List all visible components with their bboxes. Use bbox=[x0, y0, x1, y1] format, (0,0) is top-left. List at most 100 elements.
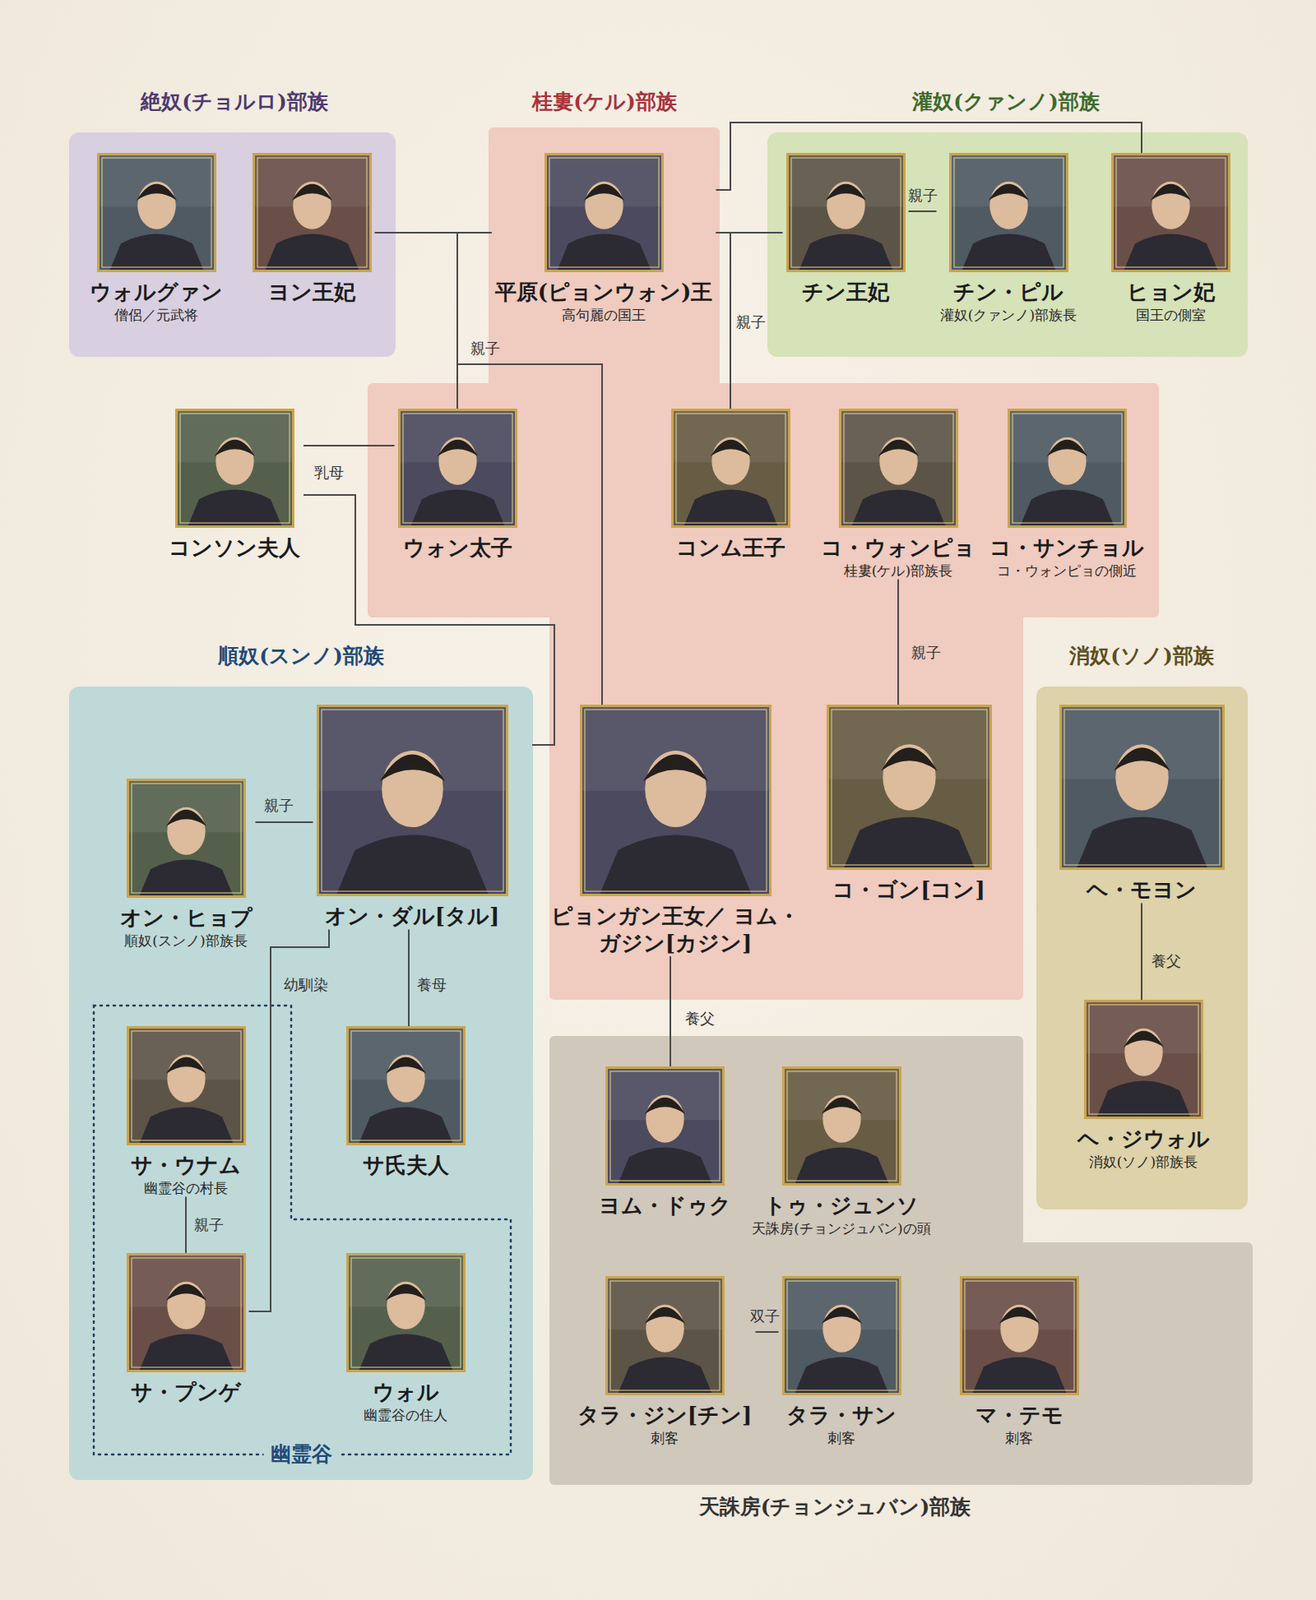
relation-line bbox=[669, 956, 672, 1067]
relation-label-holder: 幼馴染 bbox=[283, 976, 329, 995]
tribe-region: 順奴(スンノ)部族オン・ヒョプ順奴(スンノ)部族長オン・ダル[タル]幽霊谷サ・ウ… bbox=[69, 686, 533, 1481]
photo-ground bbox=[782, 1276, 902, 1396]
gold-frame bbox=[347, 1028, 464, 1145]
character-card: タラ・ジン[チン]刺客 bbox=[574, 1276, 756, 1448]
text-row: 高句麗の国王 bbox=[491, 305, 717, 325]
text-row: 天誅房(チョンジュバン)の頭 bbox=[748, 1219, 935, 1238]
character-name: コ・ウォンピョ bbox=[820, 534, 976, 562]
figure-hair bbox=[998, 1307, 1039, 1325]
gold-frame bbox=[827, 706, 991, 870]
character-role: 僧侶／元武将 bbox=[114, 305, 199, 325]
character-card: 平原(ピョンウォン)王高句麗の国王 bbox=[491, 152, 717, 325]
character-name: ウォル bbox=[372, 1379, 440, 1407]
text-row: ヨム・ドゥク bbox=[595, 1192, 735, 1220]
gold-frame bbox=[1084, 1001, 1202, 1119]
region-title-holder: 桂婁(ケル)部族 bbox=[525, 89, 684, 115]
relation-line bbox=[716, 232, 732, 409]
character-name: オン・ヒョプ bbox=[120, 904, 253, 932]
figure-body bbox=[556, 234, 652, 273]
relation-label: 親子 bbox=[264, 797, 294, 816]
gold-frame bbox=[1060, 706, 1224, 870]
character-card: ウォルグァン僧侶／元武将 bbox=[86, 152, 227, 325]
photo-ground bbox=[1084, 1000, 1204, 1120]
photo-ground bbox=[346, 1253, 466, 1373]
relation-line bbox=[716, 122, 1143, 190]
gold-frame bbox=[127, 1255, 245, 1372]
photo-ground bbox=[1059, 704, 1225, 871]
photo-ground bbox=[782, 1066, 902, 1187]
relation-line bbox=[255, 821, 314, 824]
relation-label-holder: 養父 bbox=[685, 1010, 715, 1029]
relation-line bbox=[407, 930, 410, 1028]
relation-label-holder: 親子 bbox=[470, 339, 501, 358]
text-row: 国王の側室 bbox=[1107, 305, 1234, 325]
figure-body bbox=[186, 490, 283, 529]
figure-body bbox=[138, 860, 234, 899]
relation-label-holder: 養母 bbox=[417, 976, 447, 995]
photo-ground bbox=[949, 152, 1069, 273]
text-row: サ氏夫人 bbox=[342, 1152, 469, 1180]
relation-line bbox=[185, 1197, 187, 1254]
photo-ground bbox=[175, 408, 295, 529]
gold-inner-frame bbox=[131, 1031, 241, 1141]
relation-label: 親子 bbox=[908, 186, 938, 205]
text-row: 僧侶／元武将 bbox=[86, 305, 227, 325]
gold-frame bbox=[317, 706, 507, 896]
gold-frame bbox=[783, 1068, 900, 1186]
gold-frame bbox=[580, 706, 770, 896]
text-row: コ・ウォンピョ bbox=[817, 534, 979, 562]
figure-hair bbox=[820, 1307, 862, 1325]
figure-hair bbox=[1113, 747, 1170, 771]
region-title: 消奴(ソノ)部族 bbox=[1062, 644, 1221, 669]
portrait-photo bbox=[346, 1026, 466, 1146]
figure-body bbox=[960, 234, 1057, 273]
character-role: 刺客 bbox=[1005, 1429, 1034, 1448]
figure-body bbox=[335, 834, 489, 897]
gold-inner-frame bbox=[549, 157, 659, 268]
gold-inner-frame bbox=[1064, 709, 1220, 866]
text-row: 刺客 bbox=[778, 1429, 905, 1448]
gold-frame bbox=[606, 1068, 723, 1186]
character-name: サ・プンゲ bbox=[130, 1379, 241, 1407]
text-row: 幽霊谷の村長 bbox=[123, 1179, 250, 1198]
text-row: 順奴(スンノ)部族長 bbox=[116, 931, 256, 950]
character-name: トゥ・ジュンソ bbox=[764, 1192, 919, 1220]
portrait-photo bbox=[252, 152, 372, 273]
photo-ground bbox=[126, 1026, 246, 1146]
portrait-photo bbox=[605, 1276, 725, 1396]
portrait-photo bbox=[1059, 704, 1225, 871]
character-card: ピョンガン王女／ ヨム・ガジン[カジン] bbox=[532, 704, 819, 957]
character-card: コンム王子 bbox=[667, 408, 794, 562]
dotted-border bbox=[93, 1005, 511, 1456]
character-card: チン王妃 bbox=[783, 152, 909, 306]
text-row: ヒョン妃 bbox=[1107, 278, 1234, 306]
portrait-photo bbox=[1007, 408, 1127, 529]
figure-hair bbox=[642, 755, 708, 783]
relation-line bbox=[897, 579, 899, 705]
gold-frame bbox=[176, 410, 293, 528]
photo-ground bbox=[346, 1026, 466, 1146]
text-row: 灌奴(クァンノ)部族長 bbox=[936, 305, 1081, 325]
character-card: サ・ウナム幽霊谷の村長 bbox=[123, 1026, 250, 1198]
region-fill bbox=[69, 686, 533, 1481]
relation-line bbox=[1140, 903, 1143, 1001]
character-name: サ・ウナム bbox=[130, 1152, 241, 1180]
gold-frame bbox=[1008, 410, 1126, 528]
figure-hair bbox=[644, 1307, 685, 1325]
text-row: ヘ・モヨン bbox=[1056, 876, 1228, 904]
gold-inner-frame bbox=[676, 413, 786, 524]
gold-inner-frame bbox=[791, 157, 901, 268]
figure-body bbox=[357, 1107, 454, 1146]
figure-hair bbox=[384, 1284, 426, 1302]
character-card: マ・テモ刺客 bbox=[956, 1276, 1083, 1448]
character-name: チン王妃 bbox=[801, 278, 890, 306]
photo-ground bbox=[97, 152, 217, 273]
figure-hair bbox=[824, 184, 866, 201]
figure-body bbox=[797, 234, 894, 273]
figure-body bbox=[1019, 490, 1115, 529]
gold-inner-frame bbox=[1116, 157, 1226, 268]
character-card: コンソン夫人 bbox=[165, 408, 304, 562]
photo-ground bbox=[126, 778, 246, 899]
character-card: ヨン王妃 bbox=[249, 152, 376, 306]
